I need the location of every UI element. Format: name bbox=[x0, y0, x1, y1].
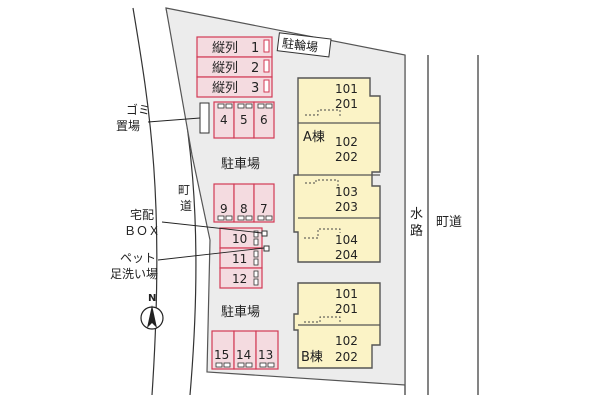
parking-space-number: 9 bbox=[220, 202, 228, 216]
building-a-footprint bbox=[293, 77, 381, 263]
north-arrow: N bbox=[140, 293, 164, 330]
unit-number: 102 bbox=[335, 135, 358, 149]
unit-number: 201 bbox=[335, 302, 358, 316]
town-road-left-line-outer bbox=[132, 7, 158, 396]
unit-number: 101 bbox=[335, 287, 358, 301]
parking-space-number: 7 bbox=[260, 202, 268, 216]
unit-number: 203 bbox=[335, 200, 358, 214]
parking-space-number: 8 bbox=[240, 202, 248, 216]
bike-parking-rows: 縦列 1 縦列 2 縦列 3 bbox=[196, 36, 273, 98]
unit-number: 103 bbox=[335, 185, 358, 199]
building-b-name: B棟 bbox=[301, 350, 323, 365]
garbage-label: 置場 bbox=[116, 119, 140, 133]
unit-number: 201 bbox=[335, 97, 358, 111]
delivery-box-label: 宅配 bbox=[130, 207, 154, 222]
town-road-left-label: 道 bbox=[180, 199, 192, 213]
parking-side: 10 11 12 bbox=[219, 227, 263, 289]
bike-row bbox=[196, 76, 273, 98]
parking-space-number: 6 bbox=[260, 113, 268, 127]
bike-parking-label: 駐輪場 bbox=[276, 32, 332, 58]
delivery-box-marker bbox=[261, 230, 268, 237]
parking-space bbox=[255, 330, 279, 370]
parking-space bbox=[253, 183, 275, 223]
bike-row-label: 縦列 3 bbox=[212, 81, 259, 96]
parking-space-number: 11 bbox=[232, 252, 247, 266]
building-b: 101 201 102 B棟 202 bbox=[293, 282, 381, 369]
waterway-label: 路 bbox=[410, 223, 423, 239]
unit-number: 101 bbox=[335, 82, 358, 96]
pet-wash-leader bbox=[157, 247, 265, 261]
parking-lower: 15 14 13 bbox=[211, 330, 279, 370]
delivery-box-label: ＢＯＸ bbox=[124, 224, 160, 238]
parking-label: 駐車場 bbox=[221, 157, 260, 172]
unit-number: 202 bbox=[335, 350, 358, 364]
parking-upper: 4 5 6 bbox=[213, 101, 275, 139]
pet-wash-marker bbox=[263, 245, 270, 252]
parking-space-number: 13 bbox=[258, 348, 273, 362]
bike-row-label: 縦列 2 bbox=[212, 61, 259, 76]
building-a-name: A棟 bbox=[303, 130, 325, 145]
garbage-area bbox=[199, 102, 210, 134]
unit-number: 204 bbox=[335, 248, 358, 262]
bike-parking-text: 駐輪場 bbox=[281, 35, 319, 54]
parking-space bbox=[219, 267, 263, 289]
pet-wash-label: ペット bbox=[120, 251, 156, 265]
parking-space-number: 4 bbox=[220, 113, 228, 127]
parking-space-number: 15 bbox=[214, 348, 229, 362]
building-a: 101 201 A棟 102 202 103 203 104 204 bbox=[293, 77, 381, 263]
parking-space bbox=[253, 101, 275, 139]
bike-row-label: 縦列 1 bbox=[212, 41, 259, 56]
pet-wash-label: 足洗い場 bbox=[110, 267, 158, 281]
parking-space-number: 5 bbox=[240, 113, 248, 127]
town-road-left-label: 町 bbox=[178, 183, 190, 197]
garbage-leader bbox=[147, 117, 201, 123]
parking-space-number: 10 bbox=[232, 232, 247, 246]
parking-space-number: 14 bbox=[236, 348, 251, 362]
town-road-right-label: 町道 bbox=[436, 215, 462, 230]
parking-space-number: 12 bbox=[232, 272, 247, 286]
compass-label: N bbox=[148, 293, 156, 304]
waterway-label: 水 bbox=[410, 207, 423, 222]
delivery-box-leader bbox=[161, 221, 263, 234]
unit-number: 102 bbox=[335, 334, 358, 348]
parking-middle: 9 8 7 bbox=[213, 183, 275, 223]
garbage-label: ゴミ bbox=[126, 102, 150, 117]
unit-number: 104 bbox=[335, 233, 358, 247]
unit-number: 202 bbox=[335, 150, 358, 164]
parking-label: 駐車場 bbox=[221, 305, 260, 320]
